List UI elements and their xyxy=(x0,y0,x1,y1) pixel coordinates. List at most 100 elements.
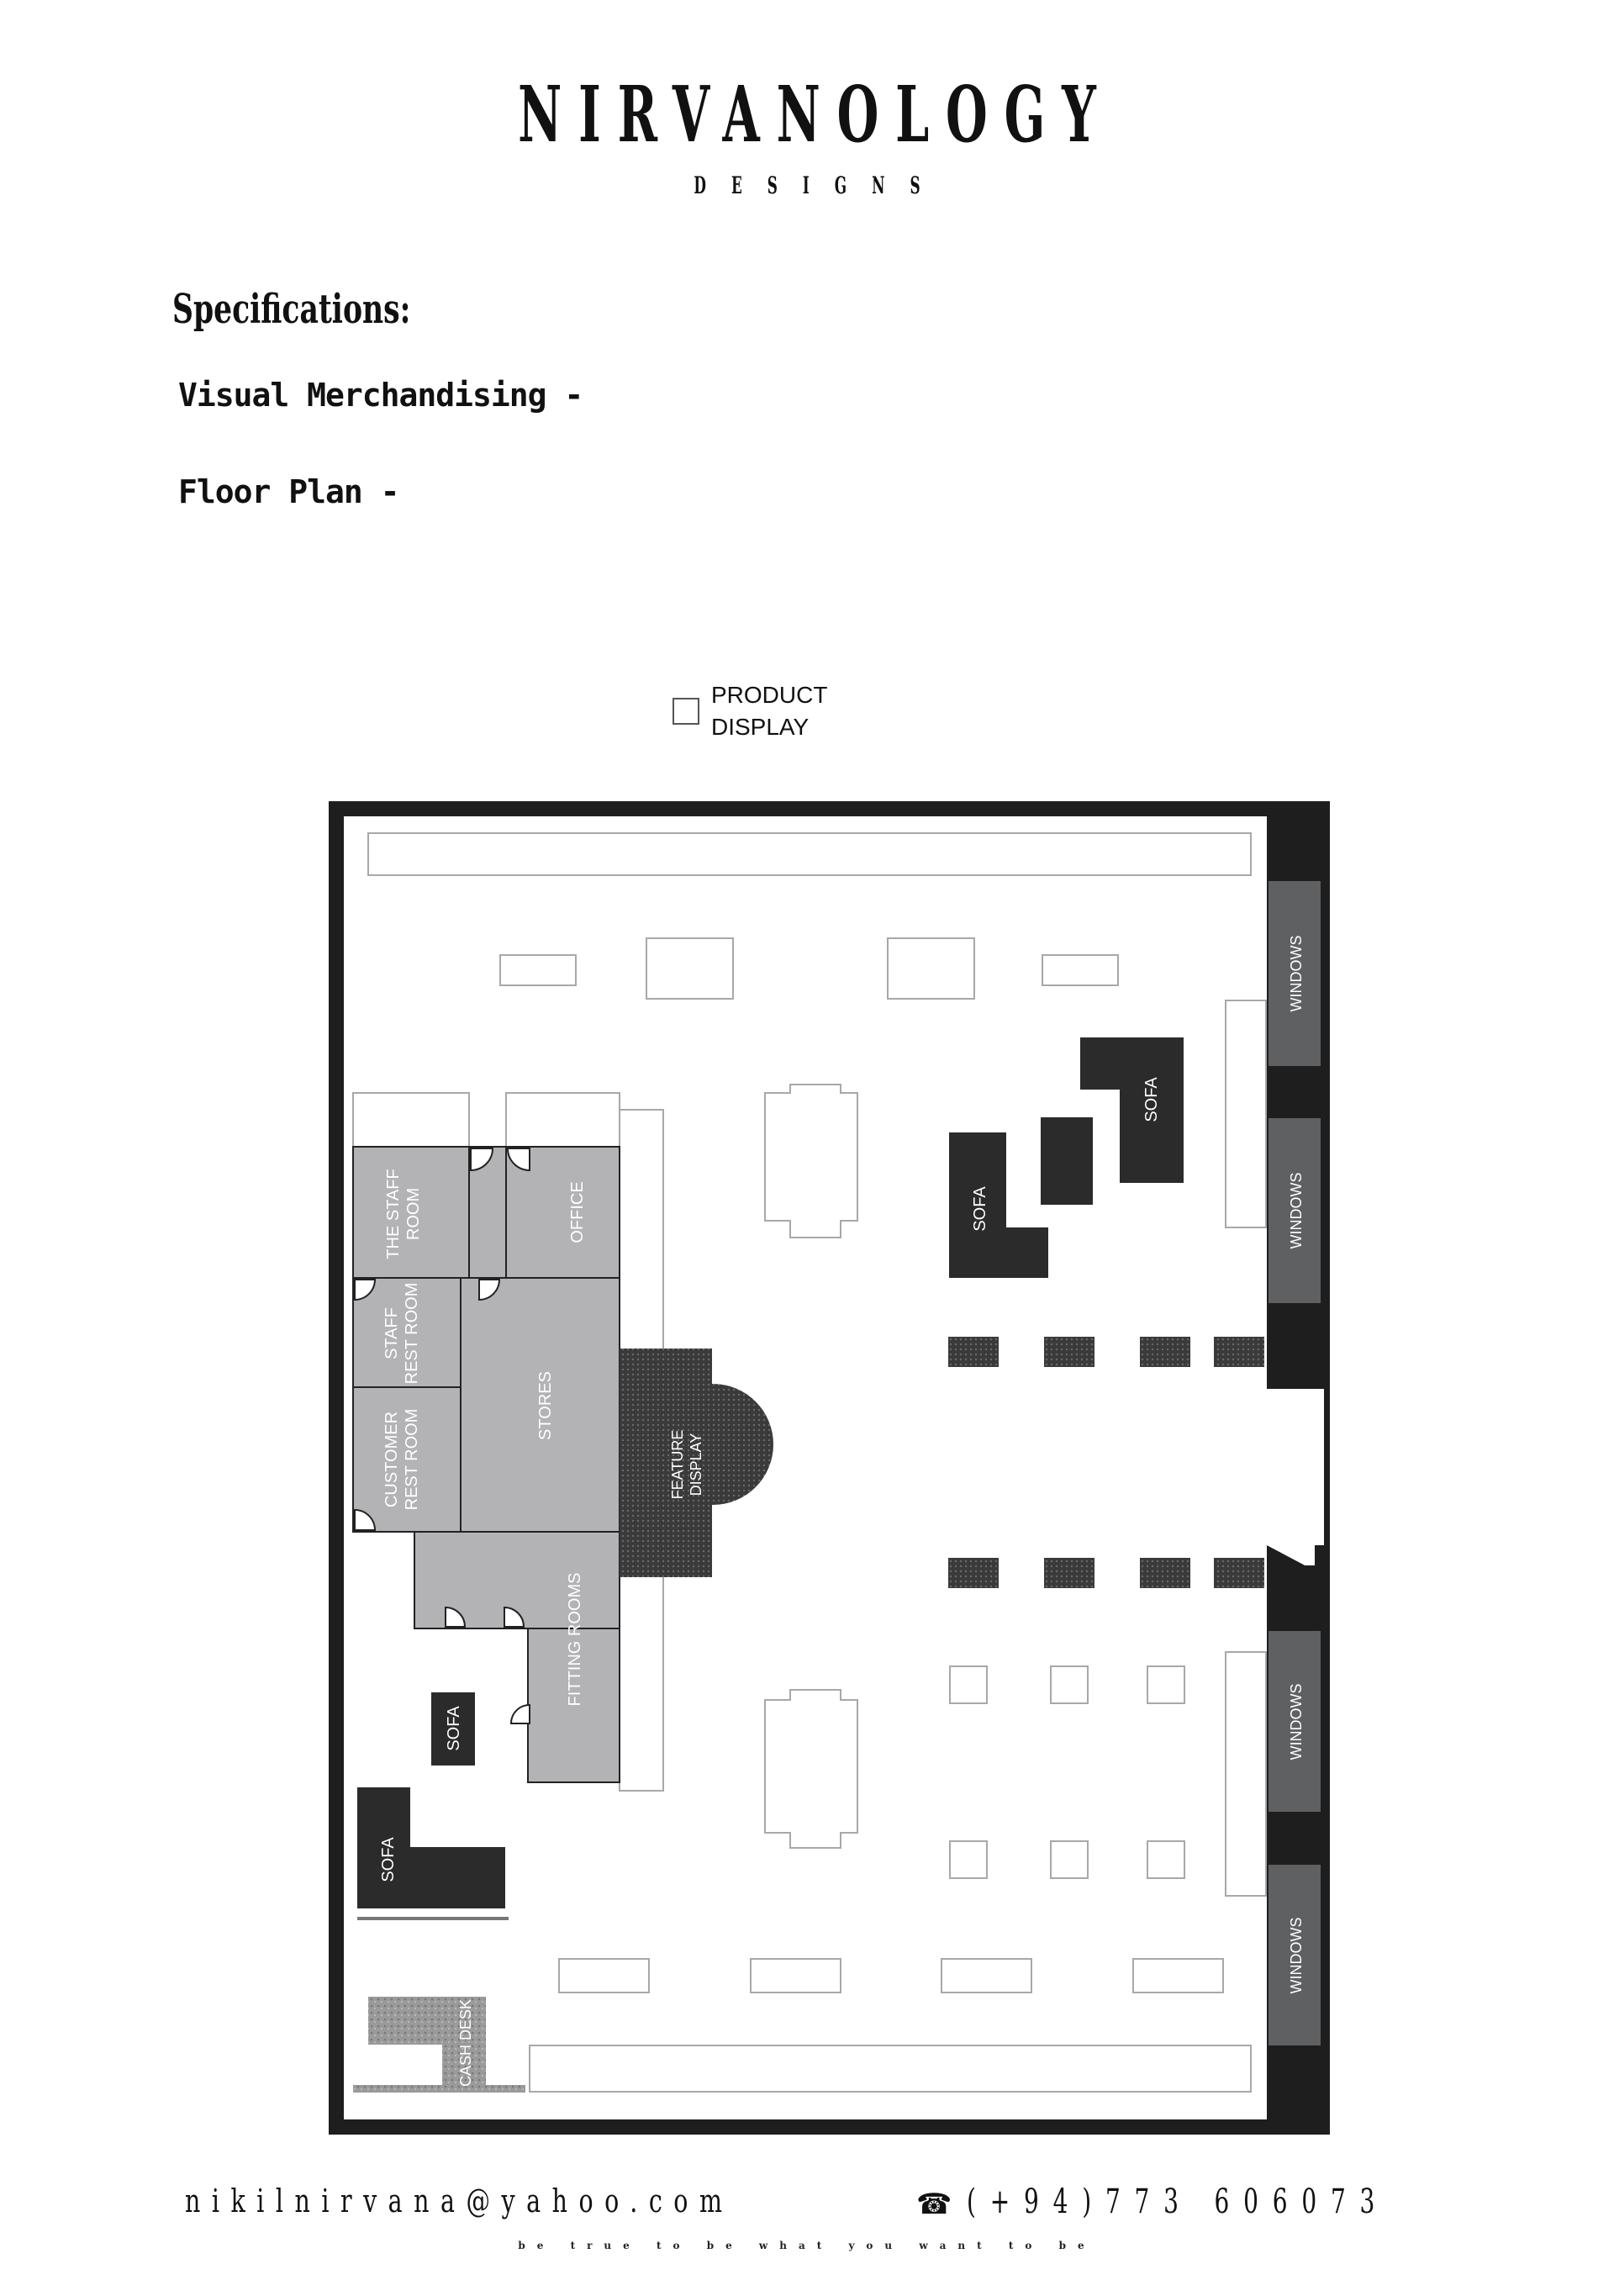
sofa-area-rail xyxy=(357,1917,509,1920)
display-table-1 xyxy=(499,954,577,986)
label-customer-rest-1: CUSTOMER xyxy=(382,1412,401,1507)
room-staff-room xyxy=(352,1146,470,1279)
display-table-2 xyxy=(646,937,734,1000)
room-fitting-lower xyxy=(527,1628,620,1783)
bollard-3 xyxy=(1140,1337,1190,1367)
label-staff-room-1: THE STAFF xyxy=(384,1169,403,1259)
bollard-8 xyxy=(1214,1558,1264,1588)
bollard-4 xyxy=(1214,1337,1264,1367)
sofa-2 xyxy=(1080,1037,1184,1183)
room-customer-rest xyxy=(352,1386,462,1533)
display-table-5 xyxy=(558,1958,650,1993)
footer-contact: nikilnirvana@yahoo.com ☎ (+94)773 606073 xyxy=(0,2183,1614,2233)
cash-desk xyxy=(368,1997,486,2092)
display-cube-2 xyxy=(1050,1665,1089,1704)
centre-display-2 xyxy=(764,1689,858,1849)
window-4 xyxy=(1269,1865,1321,2045)
feature-display: FEATURE DISPLAY xyxy=(620,1349,773,1577)
sofas xyxy=(357,1037,1184,1908)
label-staff-rest-1: STAFF xyxy=(382,1307,401,1359)
entrance-bollards xyxy=(948,1337,1264,1588)
brand-name: NIRVANOLOGY xyxy=(518,69,1113,160)
cash-desk-label: CASH DESK xyxy=(457,1999,474,2087)
label-customer-rest-2: REST ROOM xyxy=(403,1409,421,1511)
window-3 xyxy=(1269,1631,1321,1812)
footer-phone[interactable]: (+94)773 606073 xyxy=(967,2183,1390,2221)
wall-display-right-2 xyxy=(1225,1651,1267,1897)
wall-display-top xyxy=(367,832,1252,876)
wall-display-right-1 xyxy=(1225,1000,1267,1228)
display-table-3 xyxy=(887,937,975,1000)
sofa-3 xyxy=(431,1692,475,1766)
window-label-1: WINDOWS xyxy=(1288,936,1305,1012)
feature-display-label-2: DISPLAY xyxy=(688,1433,704,1496)
specifications-title: Specifications: xyxy=(172,286,411,333)
display-table-7 xyxy=(941,1958,1032,1993)
legend: PRODUCT DISPLAY xyxy=(672,679,862,743)
room-stores xyxy=(460,1277,620,1533)
label-office: OFFICE xyxy=(568,1181,587,1243)
label-fitting-rooms: FITTING ROOMS xyxy=(566,1573,584,1707)
bollard-6 xyxy=(1044,1558,1094,1588)
door-office xyxy=(506,1148,530,1172)
feature-display-base xyxy=(620,1349,712,1577)
sofa-label-4: SOFA xyxy=(379,1837,398,1882)
label-staff-room-2: ROOM xyxy=(404,1188,423,1240)
display-cube-4 xyxy=(949,1840,988,1879)
corridor-display-1 xyxy=(352,1092,470,1148)
windows: WINDOWS WINDOWS WINDOWS WINDOWS xyxy=(1269,881,1321,2045)
display-cube-6 xyxy=(1147,1840,1185,1879)
display-table-4 xyxy=(1042,954,1119,986)
back-rooms xyxy=(352,1146,620,1783)
spec-floor-plan: Floor Plan - xyxy=(178,473,400,510)
brand-header: NIRVANOLOGY DESIGNS xyxy=(0,76,1614,199)
display-cube-3 xyxy=(1147,1665,1185,1704)
display-cube-1 xyxy=(949,1665,988,1704)
bollard-7 xyxy=(1140,1558,1190,1588)
centre-display-1 xyxy=(764,1084,858,1238)
entrance-gap xyxy=(1265,1389,1324,1545)
display-table-6 xyxy=(750,1958,841,1993)
window-label-2: WINDOWS xyxy=(1288,1173,1305,1249)
sofa-1 xyxy=(949,1132,1048,1278)
entrance-wall-top xyxy=(1267,1312,1322,1389)
door-stores xyxy=(478,1279,501,1301)
footer-tagline: be true to be what you want to be xyxy=(518,2240,1096,2251)
bollard-1 xyxy=(948,1337,999,1367)
door-staff-room xyxy=(470,1148,494,1172)
telephone-icon: ☎ xyxy=(916,2188,952,2220)
door-fitting-3 xyxy=(509,1703,530,1724)
window-label-4: WINDOWS xyxy=(1288,1918,1305,1994)
sofa-label-1: SOFA xyxy=(971,1186,989,1232)
legend-product-display-label: PRODUCT DISPLAY xyxy=(711,682,827,740)
entrance-wall-bottom xyxy=(1267,1545,1322,1597)
spec-visual-merchandising: Visual Merchandising - xyxy=(178,377,583,414)
doors xyxy=(354,1148,530,1724)
display-cube-5 xyxy=(1050,1840,1089,1879)
feature-display-label-1: FEATURE xyxy=(669,1430,686,1500)
display-table-8 xyxy=(1132,1958,1224,1993)
label-staff-rest-2: REST ROOM xyxy=(403,1283,421,1385)
window-label-3: WINDOWS xyxy=(1288,1684,1305,1760)
bollard-5 xyxy=(948,1558,999,1588)
legend-product-display-swatch xyxy=(672,698,699,725)
door-fitting-2 xyxy=(504,1606,525,1628)
window-2 xyxy=(1269,1118,1321,1303)
sofa-label-2: SOFA xyxy=(1142,1077,1161,1122)
wall-display-bottom xyxy=(529,2045,1252,2093)
cash-desk-base xyxy=(353,2085,525,2093)
footer-email[interactable]: nikilnirvana@yahoo.com xyxy=(185,2183,734,2219)
window-1 xyxy=(1269,881,1321,1066)
corridor-display-2 xyxy=(505,1092,620,1148)
sofa-side-table xyxy=(1041,1117,1093,1205)
brand-subtitle: DESIGNS xyxy=(694,172,946,199)
corridor-display-4 xyxy=(619,1571,664,1792)
room-staff-rest xyxy=(352,1277,462,1388)
sofa-4 xyxy=(357,1787,505,1908)
door-staff-rest xyxy=(354,1279,377,1301)
door-fitting-1 xyxy=(445,1606,467,1628)
bollard-2 xyxy=(1044,1337,1094,1367)
sofa-label-3: SOFA xyxy=(445,1706,463,1751)
label-stores: STORES xyxy=(536,1371,555,1440)
